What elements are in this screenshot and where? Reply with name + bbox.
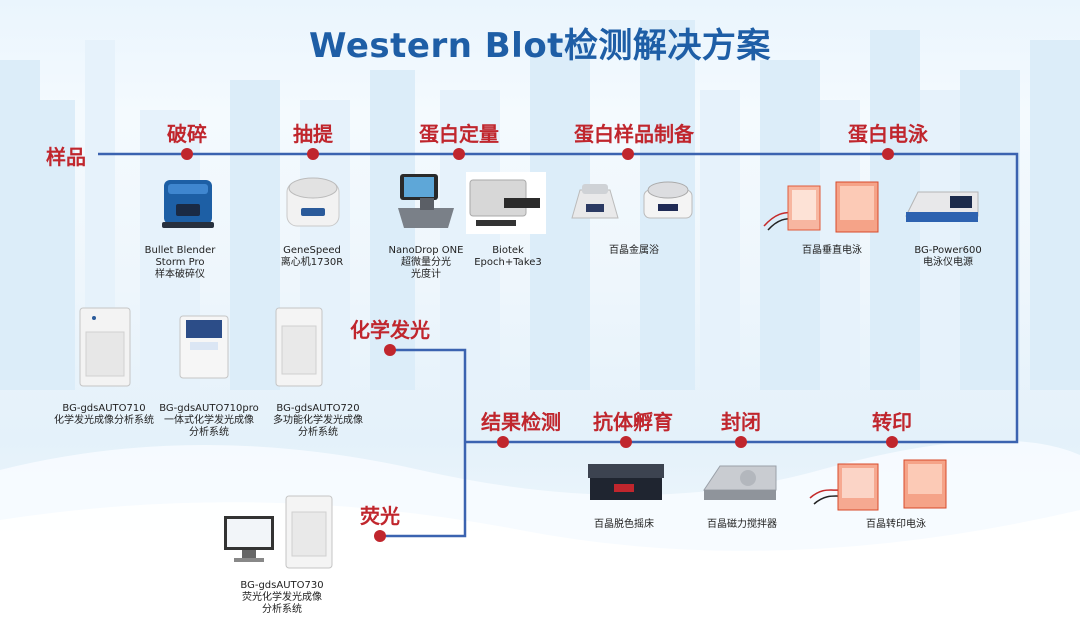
caption-line: BG-gdsAUTO730 xyxy=(240,580,324,591)
caption-vertical-electro: 百晶垂直电泳 xyxy=(802,245,862,257)
biotek-image xyxy=(466,172,546,234)
caption-shaker: 百晶脱色摇床 xyxy=(594,519,654,531)
caption-line: 分析系统 xyxy=(189,427,229,438)
magnetic-stirrer-image xyxy=(703,465,777,500)
gds710-image xyxy=(79,307,131,387)
caption-line: 百晶转印电泳 xyxy=(866,519,926,530)
caption-line: BG-Power600 xyxy=(914,245,982,256)
caption-bullet-blender: Bullet Blender Storm Pro 样本破碎仪 xyxy=(145,245,216,281)
caption-line: 分析系统 xyxy=(298,427,338,438)
bullet-blender-image xyxy=(162,180,214,228)
gds730-image xyxy=(224,495,333,569)
node-fluor xyxy=(374,530,386,542)
caption-gds710pro: BG-gdsAUTO710pro 一体式化学发光成像 分析系统 xyxy=(159,403,259,439)
caption-line: 百晶脱色摇床 xyxy=(594,519,654,530)
node-prep xyxy=(622,148,634,160)
transfer-electrophoresis-image xyxy=(809,459,947,511)
caption-line: Bullet Blender xyxy=(144,245,216,256)
caption-line: 电泳仪电源 xyxy=(923,257,973,268)
label-fluor: 荧光 xyxy=(360,504,400,528)
node-result xyxy=(497,436,509,448)
caption-line: 离心机1730R xyxy=(280,257,344,268)
label-chemi: 化学发光 xyxy=(350,318,430,342)
caption-line: Storm Pro xyxy=(155,257,205,268)
chemi-branch-line xyxy=(380,348,467,538)
caption-line: 超微量分光 xyxy=(400,257,451,268)
label-transfer: 转印 xyxy=(872,410,912,434)
node-crush xyxy=(181,148,193,160)
caption-line: 分析系统 xyxy=(262,604,302,615)
label-result: 结果检测 xyxy=(481,410,561,434)
gds710pro-image xyxy=(179,315,229,379)
vertical-electrophoresis-image xyxy=(763,181,879,233)
caption-stirrer: 百晶磁力搅拌器 xyxy=(707,519,777,531)
metal-bath-image-1 xyxy=(571,184,619,219)
node-transfer xyxy=(886,436,898,448)
node-chemi xyxy=(384,344,396,356)
caption-line: BG-gdsAUTO720 xyxy=(276,403,360,414)
metal-bath-image-2 xyxy=(643,181,693,219)
caption-line: 化学发光成像分析系统 xyxy=(54,415,154,426)
label-crush: 破碎 xyxy=(167,122,207,146)
label-quant: 蛋白定量 xyxy=(419,122,499,146)
label-electro: 蛋白电泳 xyxy=(848,122,928,146)
caption-transfer: 百晶转印电泳 xyxy=(866,519,926,531)
nanodrop-image xyxy=(398,174,454,228)
caption-gds720: BG-gdsAUTO720 多功能化学发光成像 分析系统 xyxy=(273,403,363,439)
caption-biotek: Biotek Epoch+Take3 xyxy=(474,245,542,269)
caption-gds710: BG-gdsAUTO710 化学发光成像分析系统 xyxy=(54,403,154,427)
node-antibody xyxy=(620,436,632,448)
caption-gds730: BG-gdsAUTO730 荧光化学发光成像 分析系统 xyxy=(240,580,323,616)
caption-line: 样本破碎仪 xyxy=(155,269,205,280)
caption-nanodrop: NanoDrop ONE 超微量分光 光度计 xyxy=(389,245,464,281)
node-electro xyxy=(882,148,894,160)
label-sample: 样品 xyxy=(46,145,86,169)
caption-line: Biotek xyxy=(492,245,524,256)
caption-line: GeneSpeed xyxy=(283,245,341,256)
node-quant xyxy=(453,148,465,160)
caption-line: 百晶垂直电泳 xyxy=(802,245,862,256)
centrifuge-image xyxy=(286,177,340,227)
label-prep: 蛋白样品制备 xyxy=(574,122,694,146)
caption-line: 多功能化学发光成像 xyxy=(273,415,363,426)
caption-line: NanoDrop ONE xyxy=(388,245,464,256)
node-block xyxy=(735,436,747,448)
shaker-image xyxy=(588,464,664,500)
power600-image xyxy=(905,191,979,222)
gds720-image xyxy=(275,307,323,387)
caption-line: BG-gdsAUTO710pro xyxy=(159,403,259,414)
page-title: Western Blot检测解决方案 xyxy=(309,26,771,66)
label-antibody: 抗体孵育 xyxy=(593,410,673,434)
caption-genespeed: GeneSpeed 离心机1730R xyxy=(281,245,343,269)
caption-metal-bath: 百晶金属浴 xyxy=(609,245,659,257)
caption-power600: BG-Power600 电泳仪电源 xyxy=(914,245,981,269)
node-extract xyxy=(307,148,319,160)
label-block: 封闭 xyxy=(721,410,761,434)
caption-line: 百晶金属浴 xyxy=(609,245,659,256)
caption-line: 一体式化学发光成像 xyxy=(164,415,254,426)
caption-line: BG-gdsAUTO710 xyxy=(62,403,146,414)
label-extract: 抽提 xyxy=(293,122,333,146)
caption-line: 光度计 xyxy=(410,269,441,280)
caption-line: 荧光化学发光成像 xyxy=(242,592,322,603)
caption-line: 百晶磁力搅拌器 xyxy=(707,519,777,530)
caption-line: Epoch+Take3 xyxy=(474,257,542,268)
